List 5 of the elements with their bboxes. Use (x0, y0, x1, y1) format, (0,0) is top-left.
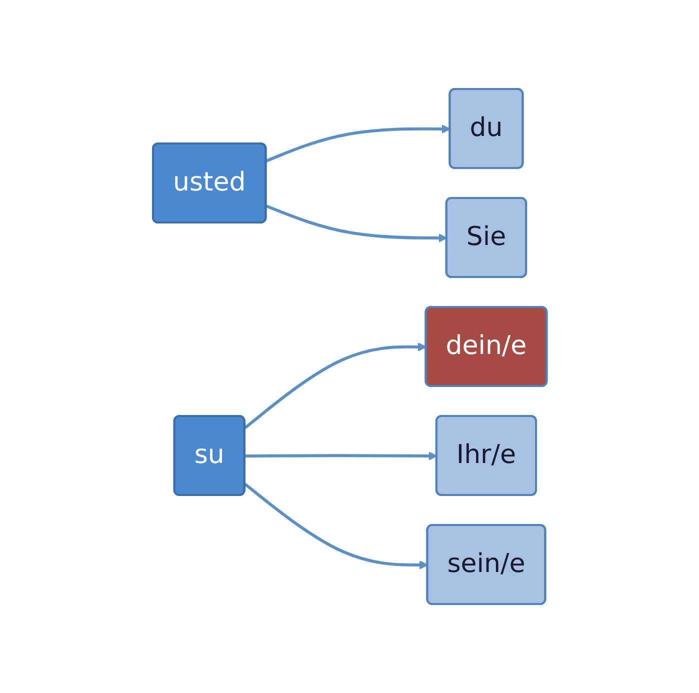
arrow (244, 452, 437, 460)
arrow (244, 342, 426, 430)
arrow (244, 482, 428, 570)
arrow (265, 124, 450, 162)
arrow (265, 204, 447, 242)
